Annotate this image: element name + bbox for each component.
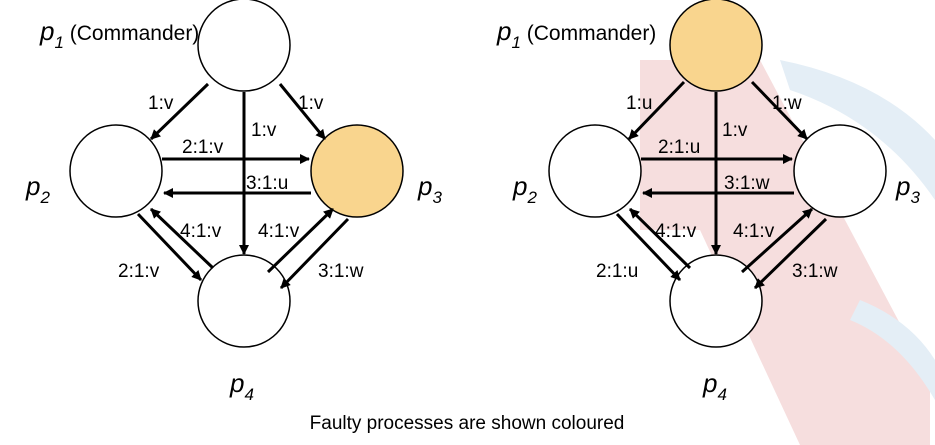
message-label: 3:1:w <box>724 173 770 194</box>
message-label: 1:w <box>772 93 802 114</box>
caption: Faulty processes are shown coloured <box>310 413 625 434</box>
process-label-p1: p1 (Commander) <box>39 16 199 52</box>
process-label-p2: p2 <box>512 171 537 207</box>
arrow-p1-p3 <box>278 83 327 140</box>
message-label: 1:v <box>148 93 174 114</box>
message-label: 2:1:v <box>182 137 224 158</box>
message-label: 3:1:w <box>318 261 364 282</box>
arrow-p1-p3 <box>750 80 809 141</box>
node-p1: p1 (Commander) <box>496 0 763 92</box>
process-node <box>310 124 404 218</box>
arrow-p4-p3 <box>740 207 814 274</box>
message-label: 3:1:w <box>792 261 838 282</box>
message-label: 2:1:u <box>596 261 638 282</box>
process-label-p4: p4 <box>702 368 727 404</box>
arrow-p3-p4 <box>279 217 350 290</box>
arrow-p2-p4 <box>615 212 682 282</box>
arrow-p2-p4 <box>136 212 203 282</box>
node-p4: p4 <box>197 254 291 404</box>
process-label-p4: p4 <box>229 368 254 404</box>
message-label: 4:1:v <box>180 221 222 242</box>
process-node <box>197 0 291 92</box>
message-label: 4:1:v <box>655 221 697 242</box>
process-node <box>793 124 887 218</box>
process-node <box>197 254 291 348</box>
diagram-left: p1 (Commander) p2 p3 p4 <box>25 0 442 404</box>
diagram-right: p1 (Commander) p2 p3 p4 <box>496 0 920 404</box>
watermark-shape <box>640 60 930 445</box>
swoosh-shape <box>780 60 935 200</box>
background-decoration <box>640 60 935 445</box>
message-label: 4:1:v <box>733 221 775 242</box>
arrow-p1-p2 <box>627 80 686 141</box>
arrow-p1-p2 <box>149 82 210 141</box>
message-label: 2:1:v <box>118 261 160 282</box>
process-node <box>548 124 642 218</box>
arrow-p4-p3 <box>266 207 335 274</box>
node-p3: p3 <box>793 124 920 218</box>
arrow-p4-p2 <box>628 207 692 270</box>
node-p4: p4 <box>669 254 763 404</box>
node-p2: p2 <box>25 124 163 218</box>
message-label: 3:1:u <box>246 173 288 194</box>
process-node <box>669 254 763 348</box>
swoosh-shape <box>850 300 935 400</box>
message-label: 1:v <box>298 93 324 114</box>
process-node <box>669 0 763 92</box>
arrow-p4-p2 <box>149 207 215 270</box>
process-node <box>69 124 163 218</box>
node-p3: p3 <box>310 124 442 218</box>
arrow-p3-p4 <box>753 217 828 290</box>
process-label-p3: p3 <box>417 171 442 207</box>
process-label-p1: p1 (Commander) <box>496 16 656 52</box>
message-label: 4:1:v <box>258 221 300 242</box>
process-label-p3: p3 <box>895 171 920 207</box>
message-label: 1:v <box>722 120 748 141</box>
message-label: 1:u <box>626 93 652 114</box>
process-label-p2: p2 <box>25 171 50 207</box>
node-p1: p1 (Commander) <box>39 0 291 92</box>
message-label: 1:v <box>251 120 277 141</box>
node-p2: p2 <box>512 124 642 218</box>
message-label: 2:1:u <box>658 137 700 158</box>
